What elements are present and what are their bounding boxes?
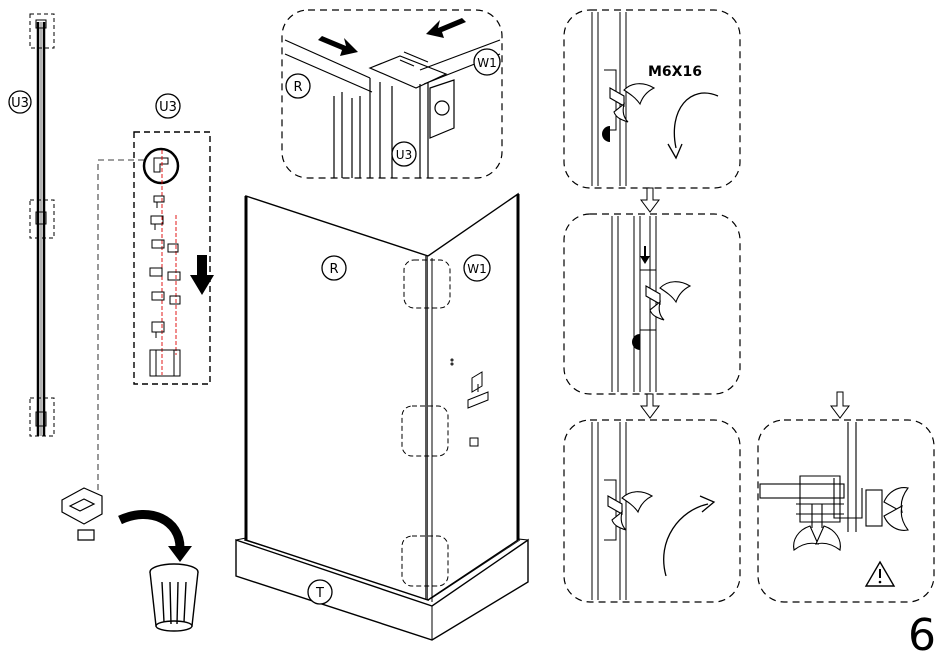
screw-spec-label: M6X16 — [648, 64, 702, 80]
arrow-right-icon — [318, 36, 358, 56]
arrow-left-icon — [426, 18, 466, 38]
flow-arrow-1 — [641, 188, 659, 212]
top-w1-label: W1 — [477, 56, 497, 70]
wing-screw — [646, 282, 690, 320]
u3-clip-detail-box — [134, 132, 214, 384]
clip-leader-line — [98, 160, 144, 500]
cross-section-panel — [758, 392, 934, 602]
clip-pieces — [150, 196, 180, 376]
step-panel-2 — [564, 214, 740, 394]
shower-enclosure: R W1 T — [236, 194, 528, 640]
warning-icon — [866, 562, 894, 586]
u3-rail — [30, 14, 54, 436]
main-w1-label: W1 — [467, 262, 487, 276]
u3-detail-label: U3 — [159, 100, 177, 115]
removed-bracket — [62, 488, 102, 540]
top-corner-detail: R W1 U3 — [282, 10, 502, 178]
rail-top-marker — [30, 14, 54, 48]
main-r-label: R — [329, 262, 338, 277]
rotate-arrow-icon — [674, 93, 718, 148]
wing-screw — [610, 84, 654, 122]
u3-rail-label: U3 — [11, 96, 29, 111]
main-t-label: T — [315, 586, 324, 601]
top-r-label: R — [293, 80, 302, 95]
step-panel-3 — [564, 420, 740, 602]
wing-screw — [608, 492, 652, 530]
discard-arrow-icon — [120, 515, 180, 548]
page-number: 6 — [908, 614, 936, 658]
rail-bottom-marker — [30, 398, 54, 436]
top-u3-label: U3 — [396, 148, 412, 162]
rotate-arrow-icon — [664, 504, 708, 576]
step-panel-1: M6X16 — [564, 10, 740, 188]
clip-highlight-circle — [144, 149, 178, 183]
rail-middle-marker — [30, 200, 54, 238]
u3-detail-badge: U3 — [156, 94, 180, 118]
panel-w1 — [428, 194, 518, 600]
arrow-down-icon — [640, 246, 650, 264]
arrow-down-icon — [831, 392, 849, 418]
flow-arrow-2 — [641, 394, 659, 418]
trash-bin-icon — [150, 564, 198, 631]
u3-rail-badge: U3 — [9, 91, 31, 113]
